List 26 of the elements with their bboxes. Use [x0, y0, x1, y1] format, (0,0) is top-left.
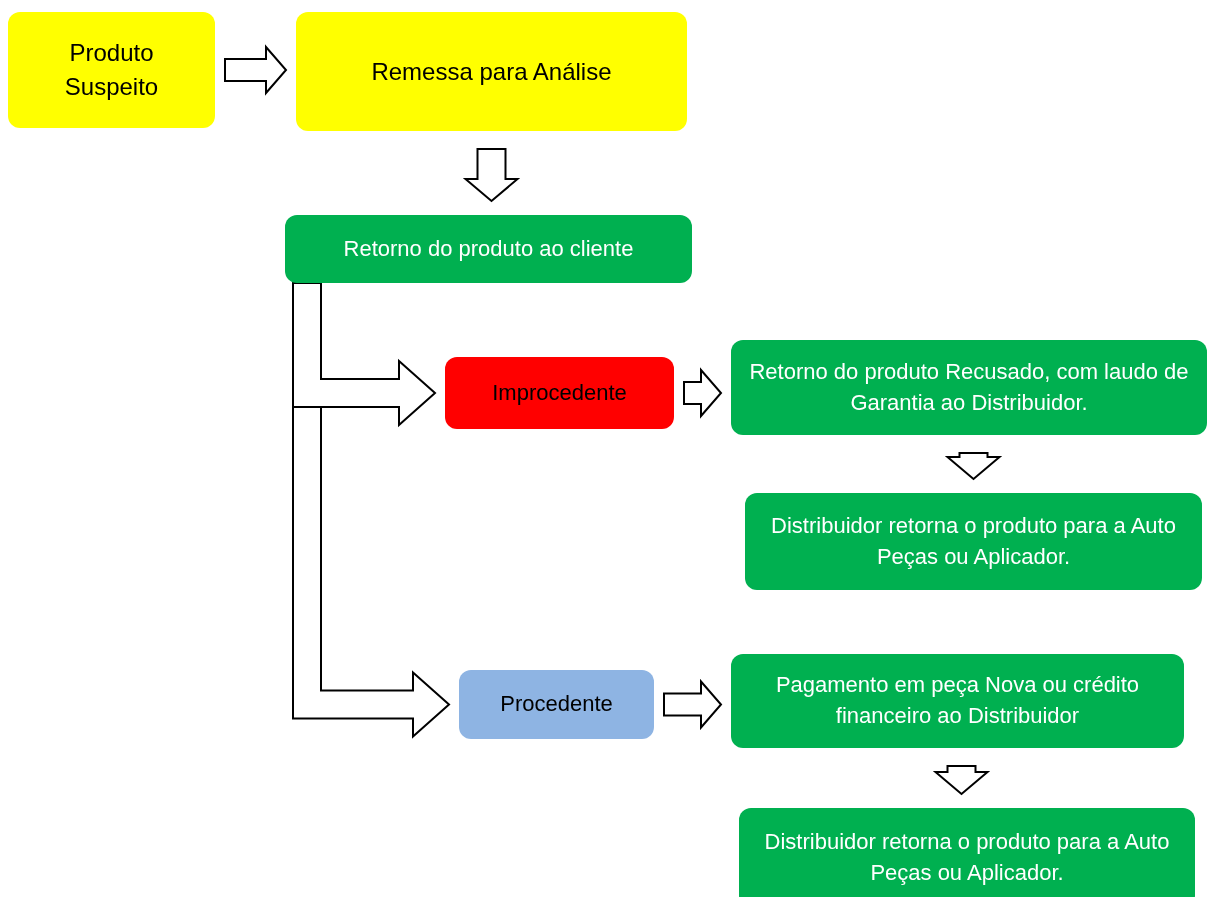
- block-arrow: [292, 282, 437, 428]
- box-label: Retorno do produto Recusado, com laudo de Garantia ao Distribuidor.: [748, 357, 1190, 417]
- decision-box: [459, 670, 654, 739]
- process-box: [731, 654, 1184, 748]
- box-label: Distribuidor retorna o produto para a Auto Peças ou Aplicador.: [763, 828, 1171, 887]
- block-arrow: [292, 406, 451, 739]
- process-box: [731, 340, 1207, 435]
- process-box: [285, 215, 692, 283]
- block-arrow: [683, 367, 723, 419]
- box-label: Procedente: [500, 690, 613, 719]
- decision-box: [445, 357, 674, 429]
- process-box: [296, 12, 687, 131]
- block-arrow: [462, 148, 521, 203]
- block-arrow: [932, 765, 991, 796]
- process-box: [745, 493, 1202, 590]
- process-box: [8, 12, 215, 128]
- box-label: Retorno do produto ao cliente: [343, 234, 634, 263]
- block-arrow: [944, 452, 1003, 481]
- box-label: Pagamento em peça Nova ou crédito financeiro ao Distribuidor: [774, 671, 1141, 730]
- block-arrow: [663, 678, 723, 731]
- box-label: Remessa para Análise: [371, 56, 612, 87]
- box-label: Produto Suspeito: [63, 38, 160, 102]
- box-label: Improcedente: [492, 378, 627, 407]
- block-arrow: [224, 44, 288, 96]
- process-box: [739, 808, 1195, 897]
- box-label: Distribuidor retorna o produto para a Auto Peças ou Aplicador.: [770, 511, 1177, 571]
